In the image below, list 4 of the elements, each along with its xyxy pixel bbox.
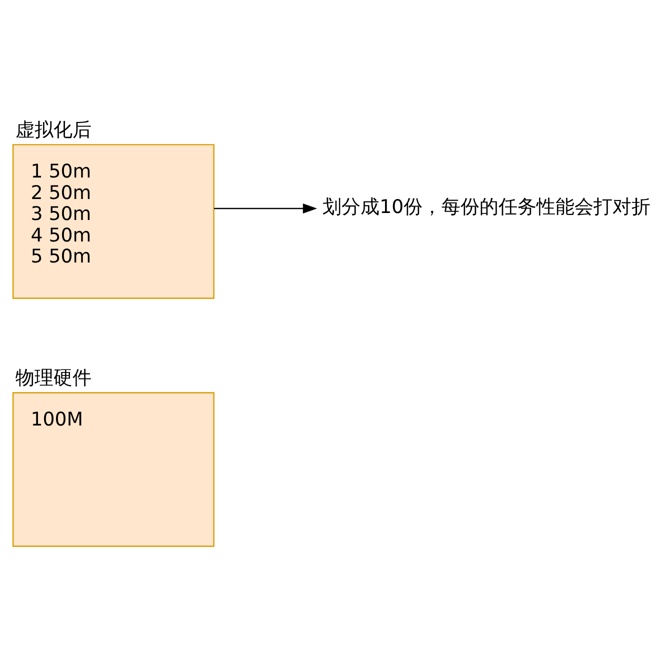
node-label: 虚拟化后 [15,119,92,142]
node-text: 划分成10份，每份的任务性能会打对折 [322,196,651,218]
arrow [214,204,318,214]
node-label: 物理硬件 [15,367,92,390]
